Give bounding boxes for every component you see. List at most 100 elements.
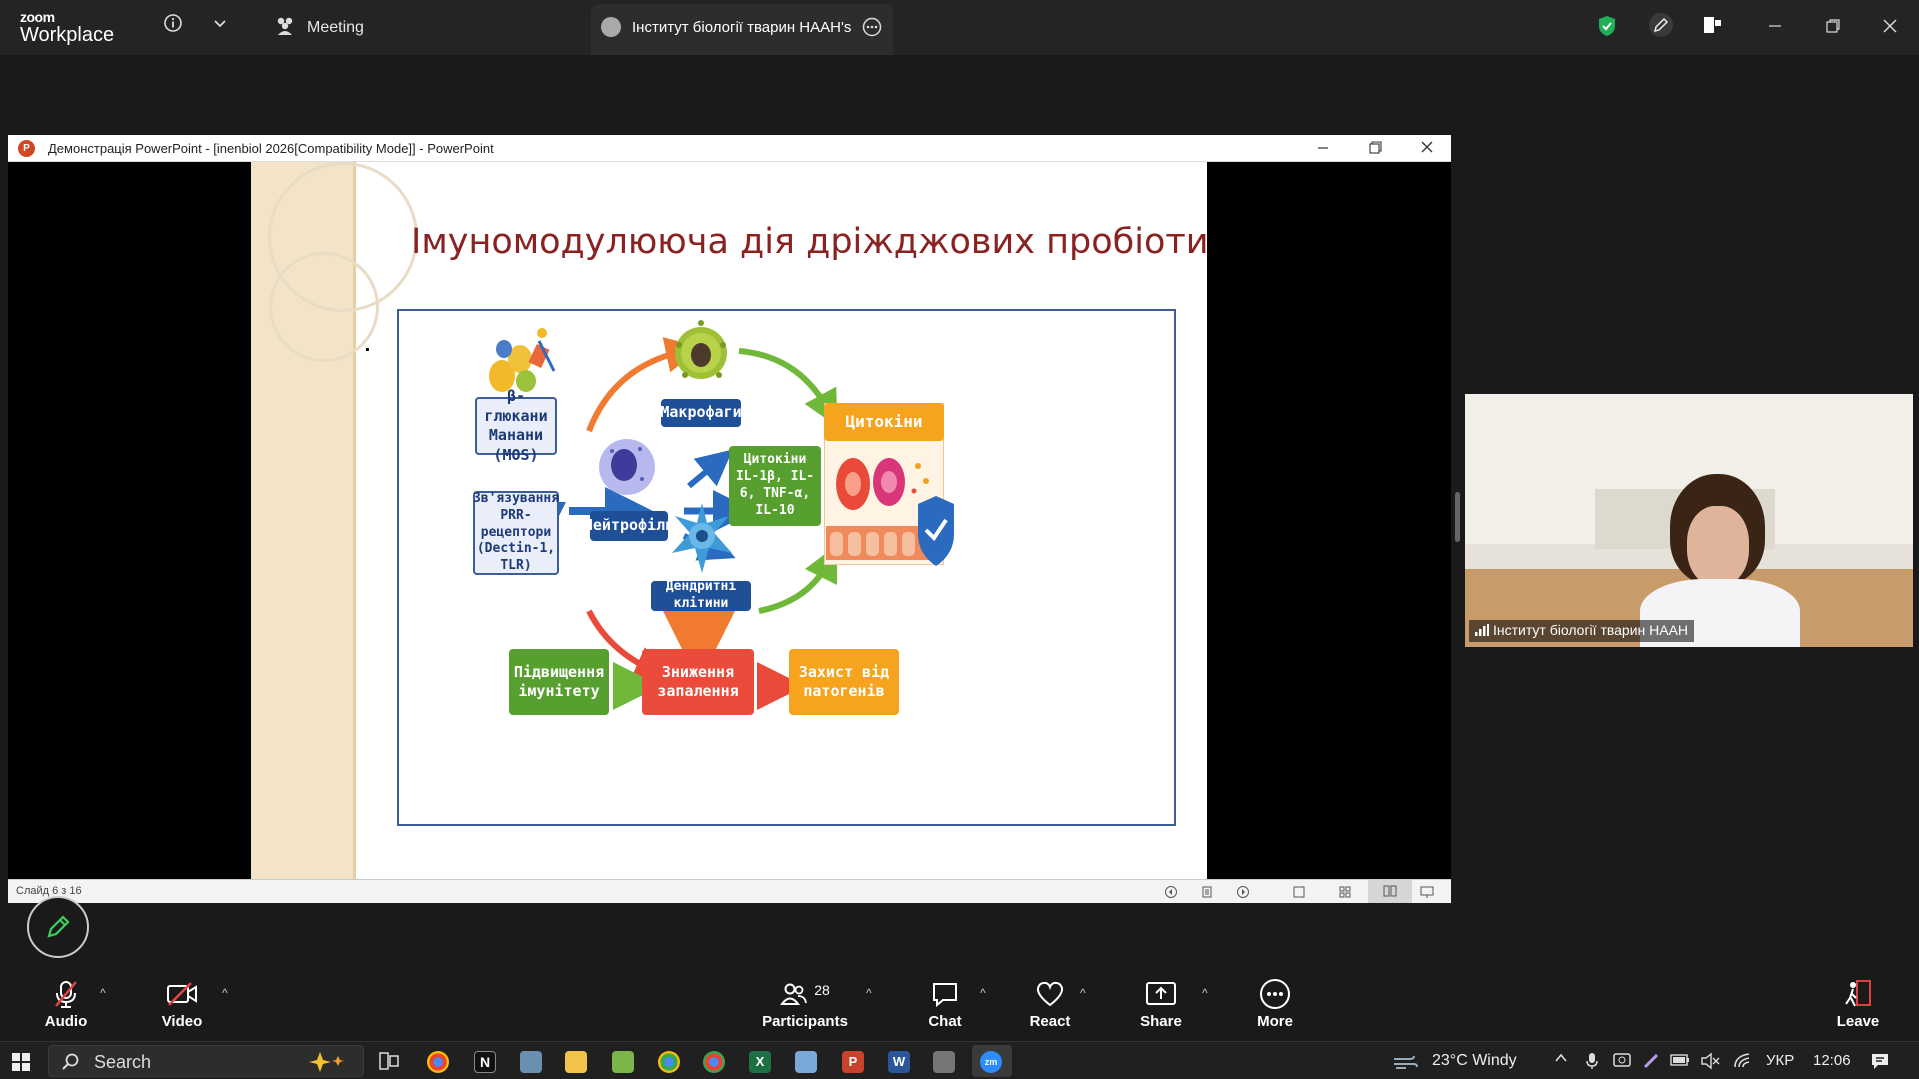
- immunomodulation-diagram: β-глюкани Манани (MOS) Зв'язування PRR-р…: [397, 309, 1176, 826]
- ppt-window-title: Демонстрація PowerPoint - [inenbiol 2026…: [48, 141, 494, 156]
- tray-expand-icon[interactable]: [1553, 1050, 1569, 1071]
- language-indicator[interactable]: УКР: [1766, 1052, 1795, 1069]
- powerpoint-app-icon[interactable]: P: [842, 1051, 864, 1073]
- tab-title: Інститут біології тварин НААН's: [632, 19, 852, 36]
- bullet-dot: [366, 348, 369, 351]
- volume-muted-icon[interactable]: [1700, 1052, 1720, 1075]
- wifi-icon[interactable]: [1733, 1052, 1753, 1075]
- restore-icon[interactable]: [1825, 18, 1841, 39]
- inflammation-box: Зниження запалення: [642, 649, 754, 715]
- participants-label: Participants: [762, 1013, 848, 1030]
- zoom-app-icon[interactable]: zm: [980, 1051, 1002, 1073]
- meeting-label[interactable]: Meeting: [307, 19, 364, 36]
- word-app-icon[interactable]: W: [888, 1051, 910, 1073]
- shield-check-icon[interactable]: [1597, 15, 1617, 42]
- participants-button[interactable]: 28 Participants: [762, 978, 848, 1030]
- slideshow-view-icon[interactable]: [1420, 885, 1434, 904]
- sorter-view-icon[interactable]: [1338, 885, 1352, 904]
- microphone-tray-icon[interactable]: [1586, 1052, 1598, 1075]
- battery-icon[interactable]: [1670, 1053, 1690, 1072]
- calculator-app-icon[interactable]: [933, 1051, 955, 1073]
- annotate-pencil-icon[interactable]: [1649, 13, 1673, 37]
- immunity-box: Підвищення імунітету: [509, 649, 609, 715]
- paint-app-icon[interactable]: [520, 1051, 542, 1073]
- person-face: [1687, 506, 1749, 586]
- protection-box: Захист від патогенів: [789, 649, 899, 715]
- excel-app-icon[interactable]: X: [749, 1051, 771, 1073]
- copilot-sparkle-icon[interactable]: [300, 1050, 352, 1079]
- normal-view-icon[interactable]: [1292, 885, 1306, 904]
- photos-app-icon[interactable]: [795, 1051, 817, 1073]
- windows-taskbar: Search N X P W zm 23°C Windy УКР 12:06: [0, 1041, 1919, 1079]
- dendritic-cell-icon: [672, 503, 732, 573]
- react-options-caret[interactable]: ^: [1080, 986, 1086, 1000]
- ppt-status-bar: Слайд 6 з 16: [8, 879, 1451, 903]
- ppt-title-bar: P Демонстрація PowerPoint - [inenbiol 20…: [8, 135, 1451, 162]
- share-options-caret[interactable]: ^: [1202, 986, 1208, 1000]
- react-button[interactable]: React: [1027, 978, 1073, 1030]
- weather-text[interactable]: 23°C Windy: [1432, 1052, 1517, 1069]
- video-label: Video: [161, 1013, 203, 1030]
- notification-icon[interactable]: [1870, 1052, 1890, 1075]
- leave-label: Leave: [1836, 1013, 1880, 1030]
- next-slide-icon[interactable]: [1236, 885, 1250, 904]
- tab-avatar-icon: [601, 17, 621, 37]
- chevron-down-icon[interactable]: [213, 14, 227, 35]
- clock[interactable]: 12:06: [1813, 1052, 1851, 1069]
- file-explorer-icon[interactable]: [565, 1051, 587, 1073]
- pen-tray-icon[interactable]: [1642, 1052, 1660, 1075]
- share-screen-icon: [1146, 982, 1176, 1005]
- meeting-participants-icon: [274, 16, 296, 41]
- decor-circle: [269, 252, 379, 362]
- logo-line1: zoom: [20, 9, 55, 25]
- slide-counter: Слайд 6 з 16: [16, 885, 82, 897]
- taskbar-search-box[interactable]: [48, 1045, 364, 1077]
- share-button[interactable]: Share: [1139, 978, 1183, 1030]
- react-label: React: [1029, 1013, 1071, 1030]
- chrome-profile2-icon[interactable]: [703, 1051, 725, 1073]
- remote-control-icon[interactable]: [1702, 15, 1724, 40]
- audio-label: Audio: [44, 1013, 88, 1030]
- weather-wind-icon: [1392, 1053, 1418, 1076]
- info-icon[interactable]: [163, 13, 183, 38]
- minimize-icon[interactable]: [1768, 18, 1782, 37]
- notion-app-icon[interactable]: N: [474, 1051, 496, 1073]
- audio-options-caret[interactable]: ^: [100, 986, 106, 1000]
- leave-button[interactable]: Leave: [1836, 978, 1880, 1030]
- annotate-button[interactable]: [27, 896, 89, 958]
- video-resize-handle[interactable]: [1455, 492, 1460, 542]
- ppt-restore-icon[interactable]: [1368, 138, 1382, 162]
- more-options-icon[interactable]: [862, 17, 882, 42]
- chat-button[interactable]: Chat: [925, 978, 965, 1030]
- chat-options-caret[interactable]: ^: [980, 986, 986, 1000]
- notepad-app-icon[interactable]: [612, 1051, 634, 1073]
- cytokines-list-box: Цитокіни IL-1β, IL-6, TNF-α, IL-10: [729, 446, 821, 526]
- windows-start-icon[interactable]: [12, 1053, 30, 1076]
- participants-count: 28: [814, 982, 830, 998]
- close-icon[interactable]: [1882, 18, 1898, 39]
- chrome-profile-icon[interactable]: [658, 1051, 680, 1073]
- participant-video-tile[interactable]: Інститут біології тварин НААН: [1465, 394, 1913, 647]
- task-view-icon[interactable]: [379, 1052, 399, 1075]
- participants-options-caret[interactable]: ^: [866, 986, 872, 1000]
- slide-canvas: Імуномодулююча дія дріжджових пробіотикі…: [251, 162, 1207, 879]
- audio-button[interactable]: Audio: [40, 978, 92, 1030]
- video-button[interactable]: Video: [157, 978, 207, 1030]
- prr-binding-box: Зв'язування PRR-рецептори (Dectin-1, TLR…: [472, 490, 560, 575]
- display-tray-icon[interactable]: [1613, 1052, 1631, 1075]
- macrophages-label: Макрофаги: [660, 399, 742, 427]
- ppt-minimize-icon[interactable]: [1316, 138, 1330, 162]
- ppt-close-icon[interactable]: [1420, 138, 1434, 162]
- prev-slide-icon[interactable]: [1164, 885, 1178, 904]
- yeast-cells-icon: [489, 328, 556, 392]
- heart-icon: [1036, 981, 1064, 1007]
- zoom-logo: zoom Workplace: [20, 10, 114, 45]
- slide-menu-icon[interactable]: [1200, 885, 1214, 904]
- more-button[interactable]: More: [1254, 978, 1296, 1030]
- reading-view-button[interactable]: [1368, 880, 1412, 903]
- mic-muted-icon: [55, 981, 77, 1008]
- share-tab[interactable]: [591, 4, 893, 55]
- macrophage-cell-icon: [675, 320, 727, 379]
- chrome-app-icon[interactable]: [427, 1051, 449, 1073]
- video-options-caret[interactable]: ^: [222, 986, 228, 1000]
